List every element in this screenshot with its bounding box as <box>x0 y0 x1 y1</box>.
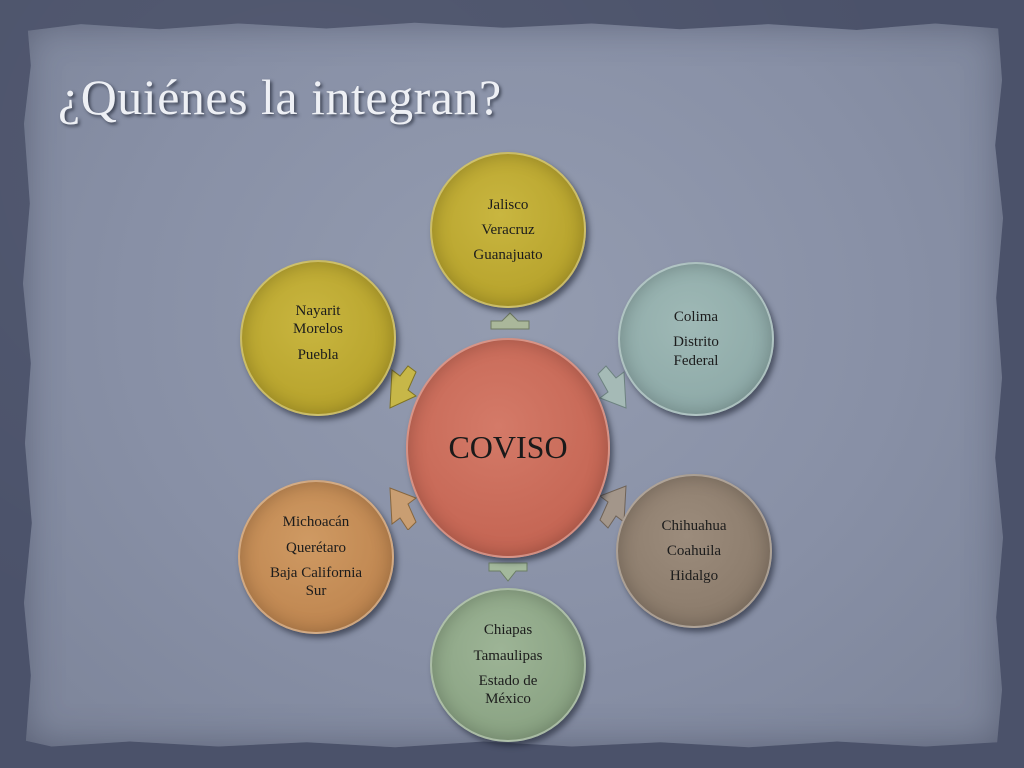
arrow-to-bottom-left-icon <box>389 487 418 530</box>
node-top-left: Nayarit Morelos Puebla <box>240 260 396 416</box>
node-label: Querétaro <box>286 539 346 556</box>
node-label: Coahuila <box>666 542 722 559</box>
arrow-to-bottom-right-icon <box>598 485 627 529</box>
arrow-to-top-icon <box>490 312 530 330</box>
node-bottom-left: Michoacán Querétaro Baja California Sur <box>238 480 394 634</box>
arrow-to-top-left-icon <box>389 365 417 409</box>
node-label: Veracruz <box>481 221 535 238</box>
slide-title: ¿Quiénes la integran? <box>58 69 502 125</box>
node-bottom: Chiapas Tamaulipas Estado de México <box>430 588 586 742</box>
node-label: Nayarit Morelos <box>293 303 343 338</box>
center-node: COVISO <box>406 338 610 558</box>
node-label: Colima <box>673 309 719 326</box>
node-label: Chihuahua <box>661 517 727 534</box>
node-label: Puebla <box>297 346 339 363</box>
center-label: COVISO <box>448 429 568 466</box>
node-label: Estado de México <box>478 673 538 708</box>
node-label: Jalisco <box>487 196 529 213</box>
node-label: Hidalgo <box>669 568 719 585</box>
node-bottom-right: Chihuahua Coahuila Hidalgo <box>616 474 772 628</box>
node-label: Baja California Sur <box>269 565 363 600</box>
node-label: Michoacán <box>282 514 350 531</box>
arrow-to-bottom-icon <box>488 562 528 582</box>
node-top-right: Colima Distrito Federal <box>618 262 774 416</box>
node-label: Guanajuato <box>473 247 543 264</box>
node-label: Distrito Federal <box>673 334 719 369</box>
node-top: Jalisco Veracruz Guanajuato <box>430 152 586 308</box>
node-label: Tamaulipas <box>473 647 543 664</box>
arrow-to-top-right-icon <box>597 365 627 409</box>
node-label: Chiapas <box>483 622 533 639</box>
